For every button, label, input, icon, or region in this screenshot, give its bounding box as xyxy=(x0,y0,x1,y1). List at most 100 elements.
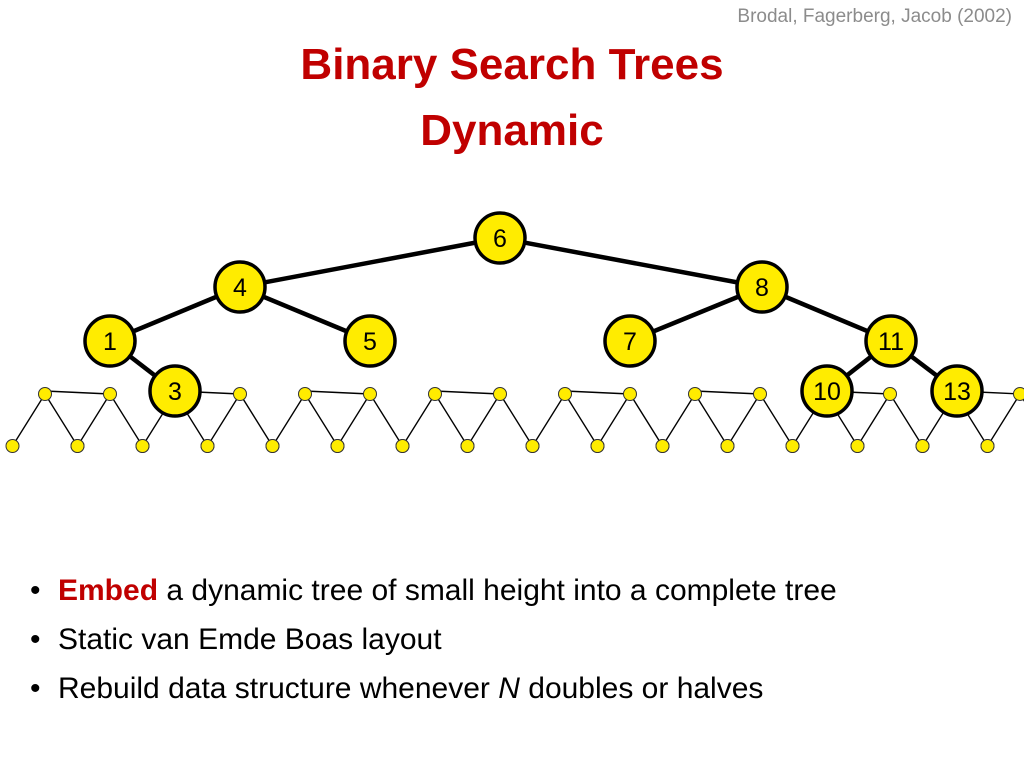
tree-node-circle xyxy=(603,314,657,368)
tree-edge xyxy=(271,393,306,447)
tree-node-11: 11 xyxy=(864,314,918,368)
bullet-emphasis: Embed xyxy=(58,574,159,607)
empty-tree-node xyxy=(525,439,540,453)
empty-tree-node xyxy=(70,439,85,453)
tree-edge xyxy=(694,393,729,447)
empty-tree-node xyxy=(265,439,280,453)
tree-node-10: 10 xyxy=(800,364,854,418)
tree-edge xyxy=(564,390,631,395)
dynamic-tree-nodes: 6 4 8 1 5 7 11 3 10 13 xyxy=(83,211,984,418)
bullet-dot: • xyxy=(30,623,41,656)
tree-edge xyxy=(434,393,469,447)
tree-edge xyxy=(564,393,599,447)
tree-edge xyxy=(986,393,1021,447)
tree-node-circle xyxy=(735,260,789,314)
tree-edge xyxy=(596,393,631,447)
bullet-text: doubles or halves xyxy=(519,672,764,705)
tree-edge xyxy=(44,390,111,395)
tree-edge xyxy=(856,393,891,447)
empty-tree-node xyxy=(38,387,52,401)
bullet-item-embed: • Embed a dynamic tree of small height in… xyxy=(30,566,837,615)
tree-edge xyxy=(239,393,274,447)
tree-node-circle xyxy=(473,211,527,265)
tree-edge xyxy=(499,393,534,447)
empty-tree-node xyxy=(493,387,507,401)
tree-node-label: 11 xyxy=(878,328,904,356)
empty-tree-node xyxy=(330,439,345,453)
empty-tree-node xyxy=(298,387,312,401)
tree-node-13: 13 xyxy=(930,364,984,418)
bullet-item-layout: •Static van Emde Boas layout xyxy=(30,615,837,664)
tree-edge xyxy=(44,393,79,447)
tree-edge-6-8 xyxy=(499,235,763,290)
empty-tree-node xyxy=(753,387,767,401)
tree-node-6: 6 xyxy=(473,211,527,265)
tree-node-3: 3 xyxy=(148,364,202,418)
empty-tree-node xyxy=(785,439,800,453)
empty-tree-node xyxy=(655,439,670,453)
empty-tree-node xyxy=(1013,387,1024,401)
tree-node-circle xyxy=(148,364,202,418)
tree-node-4: 4 xyxy=(213,260,267,314)
tree-node-5: 5 xyxy=(343,314,397,368)
citation: Brodal, Fagerberg, Jacob (2002) xyxy=(737,6,1012,27)
tree-node-label: 3 xyxy=(168,378,182,406)
empty-tree-node xyxy=(135,439,150,453)
tree-node-circle xyxy=(800,364,854,418)
tree-node-label: 4 xyxy=(233,274,247,302)
empty-tree-node xyxy=(5,439,20,453)
tree-edge xyxy=(466,393,501,447)
tree-node-label: 7 xyxy=(623,328,637,356)
empty-tree-node xyxy=(623,387,637,401)
tree-edge xyxy=(434,390,501,395)
tree-node-circle xyxy=(343,314,397,368)
tree-edge xyxy=(694,390,761,395)
tree-edge xyxy=(76,393,111,447)
tree-edge xyxy=(759,393,794,447)
slide-title-line1: Binary Search Trees xyxy=(300,40,724,89)
tree-edge-6-4 xyxy=(239,235,501,290)
tree-edge xyxy=(336,393,371,447)
tree-node-circle xyxy=(213,260,267,314)
empty-tree-node xyxy=(558,387,572,401)
tree-diagram: 6 4 8 1 5 7 11 3 10 13 xyxy=(5,211,1024,453)
tree-node-label: 13 xyxy=(943,378,971,406)
tree-edge xyxy=(304,393,339,447)
tree-edge xyxy=(726,393,761,447)
tree-edge xyxy=(304,390,371,395)
tree-node-circle xyxy=(930,364,984,418)
tree-node-label: 6 xyxy=(493,225,507,253)
empty-tree-node xyxy=(428,387,442,401)
tree-edge xyxy=(109,393,144,447)
empty-tree-node xyxy=(720,439,735,453)
tree-node-label: 8 xyxy=(755,274,769,302)
empty-tree-node xyxy=(590,439,605,453)
tree-edge xyxy=(629,393,664,447)
tree-edge xyxy=(1019,393,1024,402)
empty-tree-node xyxy=(233,387,247,401)
empty-tree-node xyxy=(460,439,475,453)
tree-node-label: 10 xyxy=(813,378,841,406)
tree-node-circle xyxy=(83,314,137,368)
empty-tree-node xyxy=(395,439,410,453)
tree-edge xyxy=(531,393,566,447)
tree-node-1: 1 xyxy=(83,314,137,368)
bullet-item-rebuild: •Rebuild data structure whenever N doubl… xyxy=(30,664,837,713)
bullet-list: • Embed a dynamic tree of small height in… xyxy=(30,566,837,713)
complete-tree-leaf-nodes xyxy=(5,387,1024,453)
bullet-dot: • xyxy=(30,574,41,607)
empty-tree-node xyxy=(363,387,377,401)
bullet-text: Rebuild data structure whenever xyxy=(58,672,499,705)
bullet-text: a dynamic tree of small height into a co… xyxy=(158,574,837,607)
empty-tree-node xyxy=(103,387,117,401)
tree-node-circle xyxy=(864,314,918,368)
tree-edge xyxy=(206,393,241,447)
tree-node-label: 1 xyxy=(103,328,117,356)
empty-tree-node xyxy=(850,439,865,453)
tree-edge xyxy=(661,393,696,447)
tree-node-8: 8 xyxy=(735,260,789,314)
empty-tree-node xyxy=(883,387,897,401)
tree-node-label: 5 xyxy=(363,328,377,356)
tree-edge xyxy=(889,393,924,447)
tree-node-7: 7 xyxy=(603,314,657,368)
